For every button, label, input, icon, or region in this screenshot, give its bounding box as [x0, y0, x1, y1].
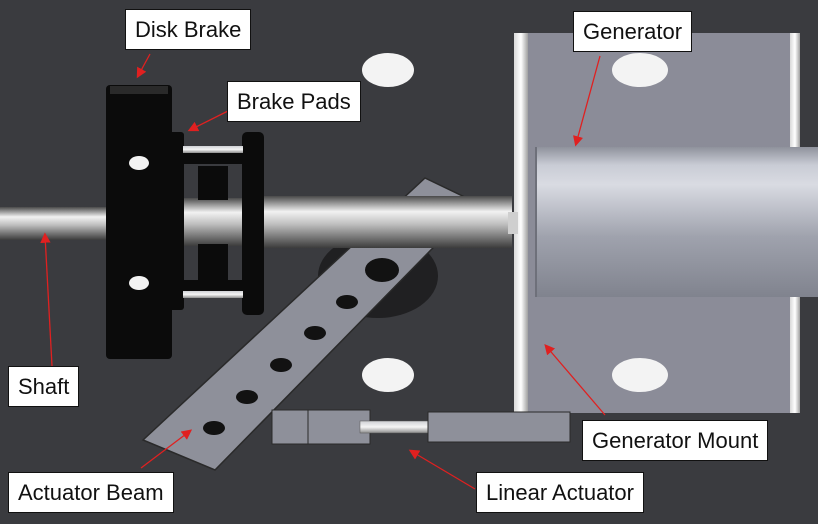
- disk-body: [106, 85, 172, 359]
- mount-hole-top: [612, 53, 668, 87]
- hole-bottom: [362, 358, 414, 392]
- label-disk-brake: Disk Brake: [125, 9, 252, 50]
- shaft-coupling: [508, 212, 518, 234]
- arrow-actuator-beam: [140, 429, 193, 469]
- caliper-bridge-bottom: [180, 280, 248, 294]
- mounting-holes: [362, 53, 414, 392]
- beam-hole-6: [203, 421, 225, 435]
- mount-post-left: [514, 33, 528, 413]
- callout-arrows: [40, 53, 606, 490]
- beam-hole-4: [270, 358, 292, 372]
- linear-actuator-part: [271, 409, 571, 445]
- brake-pads-part: [168, 132, 264, 315]
- actuator-housing: [307, 409, 371, 445]
- pad-pin-top: [183, 146, 243, 153]
- arrow-disk-brake: [136, 53, 151, 79]
- pad-upper: [198, 166, 228, 200]
- arrow-shaft: [40, 232, 53, 367]
- arrow-generator: [573, 55, 601, 147]
- beam-hole-3: [304, 326, 326, 340]
- beam-hole-5: [236, 390, 258, 404]
- disk-hole-bottom: [129, 276, 149, 290]
- shaft-left: [0, 207, 112, 240]
- actuator-clevis: [271, 409, 309, 445]
- mount-hole-bottom: [612, 358, 668, 392]
- arrow-linear-actuator: [408, 449, 476, 490]
- actuator-motor: [427, 411, 571, 443]
- label-brake-pads: Brake Pads: [227, 81, 361, 122]
- beam-hole-1: [365, 258, 399, 282]
- hole-top: [362, 53, 414, 87]
- generator-body: [536, 147, 818, 297]
- label-shaft: Shaft: [8, 366, 80, 407]
- beam-hole-2: [336, 295, 358, 309]
- pad-lower: [198, 244, 228, 280]
- disk-hole-top: [129, 156, 149, 170]
- disk-brake-part: [106, 85, 172, 359]
- label-generator: Generator: [573, 11, 693, 52]
- label-actuator-beam: Actuator Beam: [8, 472, 174, 513]
- actuator-beam-part: [141, 177, 479, 471]
- shaft-right: [264, 196, 512, 248]
- caliper-right: [242, 132, 264, 315]
- arrow-generator-mount: [544, 344, 606, 416]
- caliper-bridge: [180, 150, 248, 164]
- pad-pin-bottom: [183, 291, 243, 298]
- arrow-brake-pads: [187, 110, 229, 132]
- actuator-rod: [359, 420, 431, 434]
- label-linear-actuator: Linear Actuator: [476, 472, 644, 513]
- disk-top-edge: [110, 86, 168, 94]
- label-generator-mount: Generator Mount: [582, 420, 769, 461]
